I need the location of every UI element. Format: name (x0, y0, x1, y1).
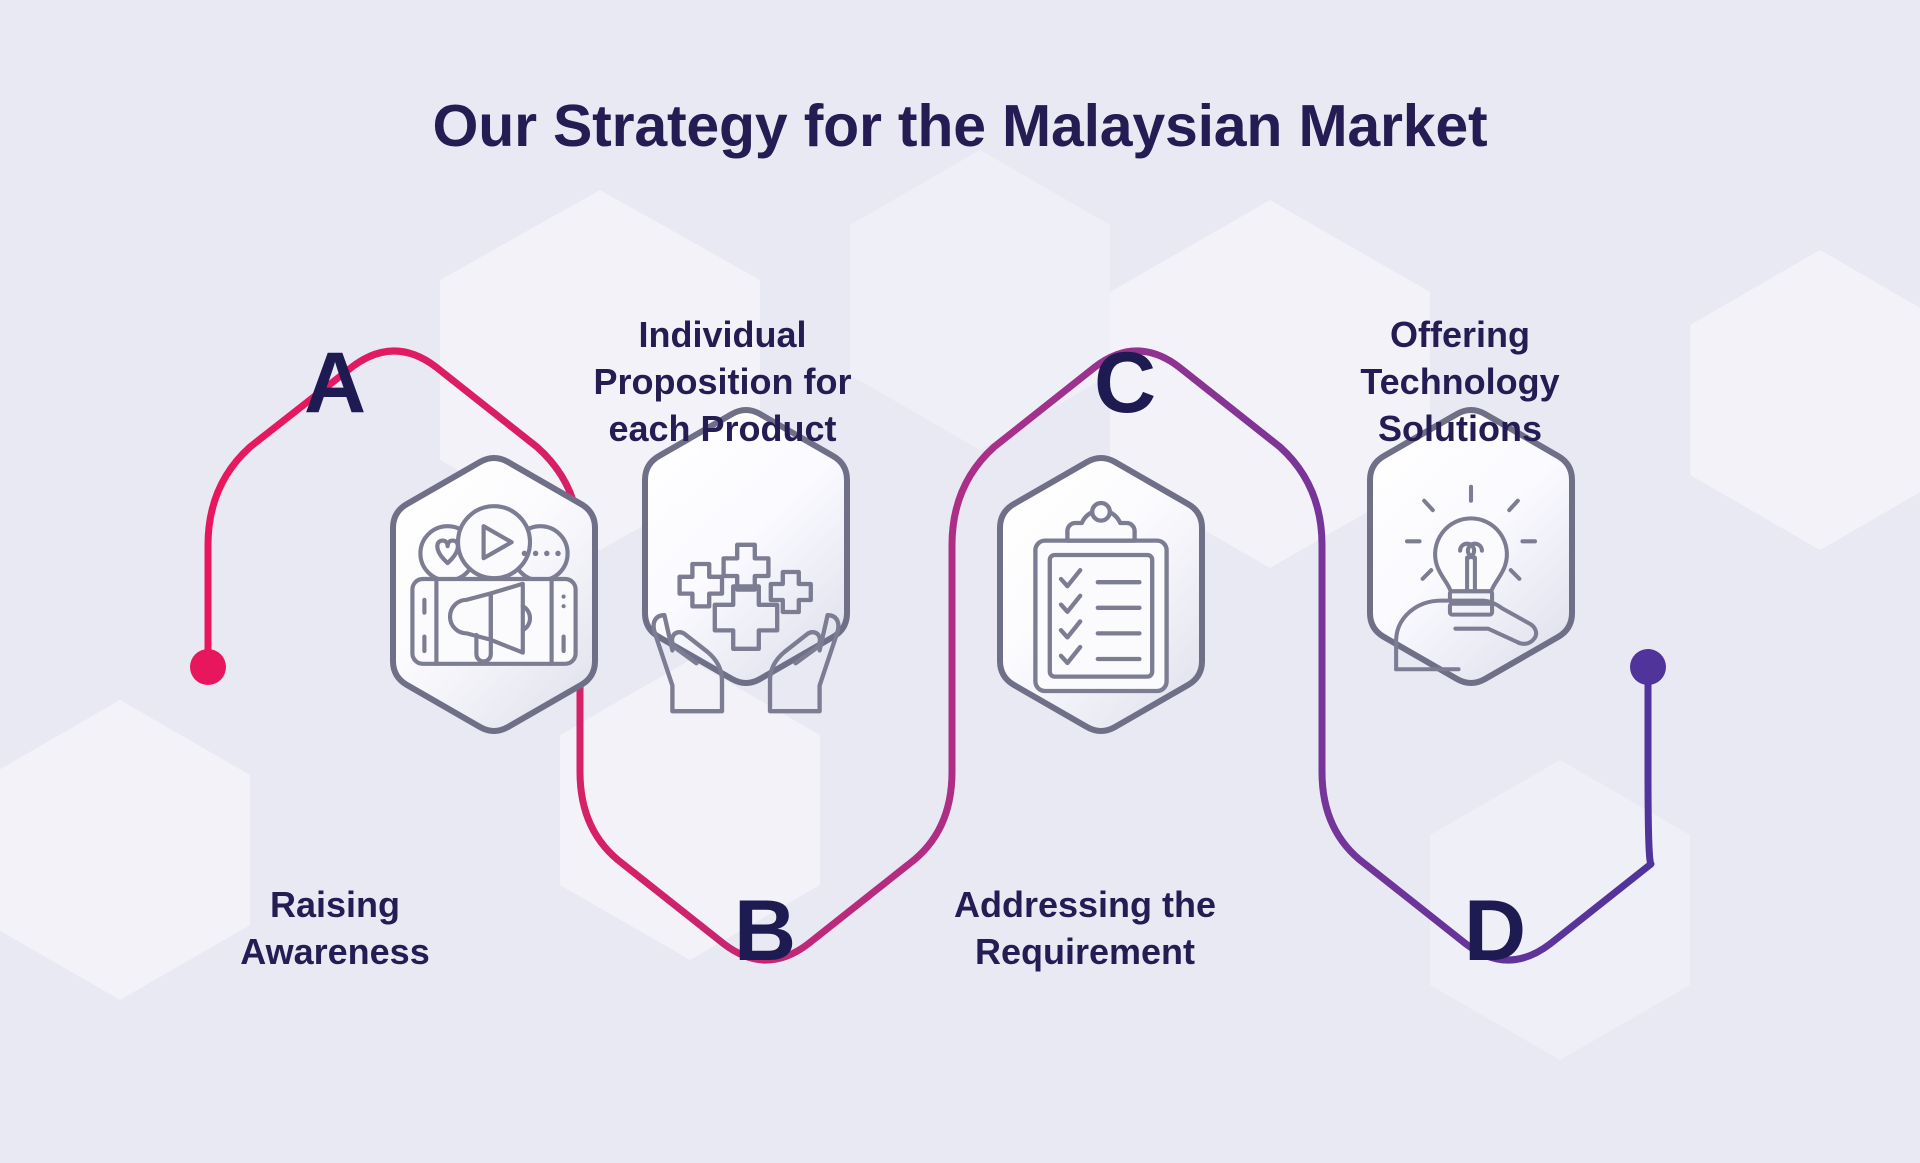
step-letter-c: C (1093, 335, 1157, 431)
step-letter-b: B (733, 883, 797, 979)
step-node-b[interactable] (642, 407, 850, 711)
step-node-d[interactable] (1367, 407, 1575, 686)
connector-path (204, 347, 1655, 964)
step-letter-a: A (303, 335, 367, 431)
page-title: Our Strategy for the Malaysian Market (432, 93, 1488, 159)
step-node-a[interactable] (390, 455, 598, 734)
step-letter-d: D (1463, 883, 1527, 979)
step-node-c[interactable] (997, 455, 1205, 734)
social-media-megaphone-icon (412, 506, 575, 664)
start-dot (190, 649, 226, 685)
end-dot (1630, 649, 1666, 685)
